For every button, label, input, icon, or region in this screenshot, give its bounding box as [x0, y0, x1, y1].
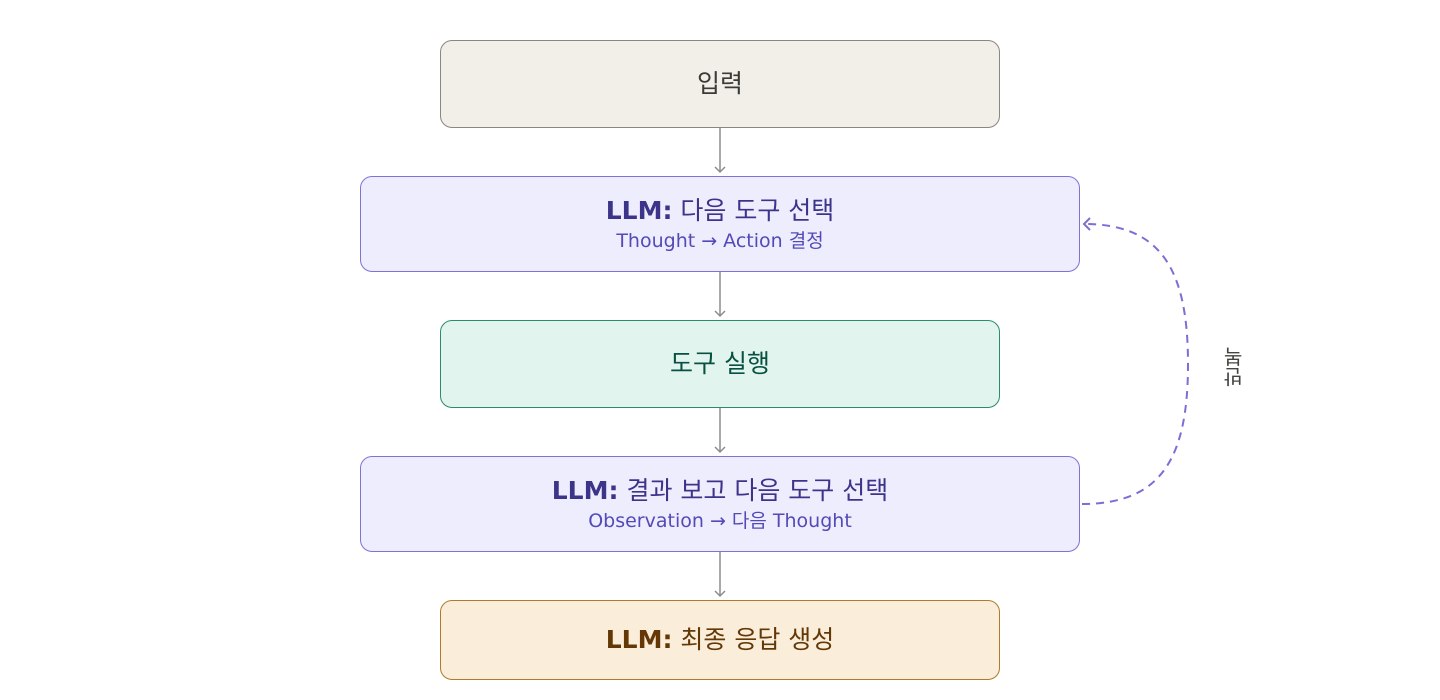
loop-label: 반복: [1222, 347, 1247, 387]
tool-execution-node: 도구 실행: [440, 320, 1000, 408]
llm-select-tool-subtitle: Thought → Action 결정: [616, 230, 824, 252]
llm-select-tool-text: 다음 도구 선택: [672, 196, 835, 225]
llm-observe-node: LLM: 결과 보고 다음 도구 선택 Observation → 다음 Tho…: [360, 456, 1080, 552]
loop-arrow: [1081, 217, 1190, 505]
llm-observe-text: 결과 보고 다음 도구 선택: [618, 476, 889, 505]
llm-prefix: LLM:: [605, 625, 673, 654]
final-response-node: LLM: 최종 응답 생성: [440, 600, 1000, 680]
input-node-title: 입력: [696, 69, 743, 98]
llm-observe-title: LLM: 결과 보고 다음 도구 선택: [552, 475, 889, 507]
llm-select-tool-title: LLM: 다음 도구 선택: [606, 195, 835, 227]
llm-observe-subtitle: Observation → 다음 Thought: [588, 510, 852, 532]
input-node: 입력: [440, 40, 1000, 128]
final-response-text: 최종 응답 생성: [672, 625, 835, 654]
final-response-title: LLM: 최종 응답 생성: [606, 624, 835, 656]
llm-select-tool-node: LLM: 다음 도구 선택 Thought → Action 결정: [360, 176, 1080, 272]
tool-execution-title: 도구 실행: [670, 349, 770, 378]
llm-prefix: LLM:: [551, 476, 619, 505]
llm-prefix: LLM:: [605, 196, 673, 225]
